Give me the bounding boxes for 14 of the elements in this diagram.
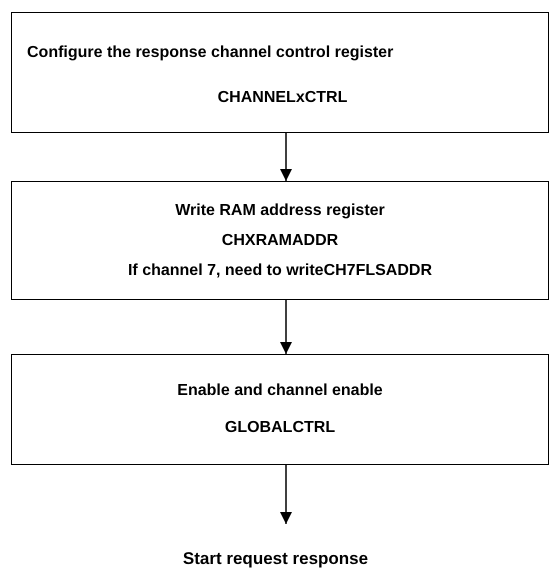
step-text: GLOBALCTRL: [224, 418, 336, 438]
step-text: Start request response: [182, 548, 368, 569]
process-box: [11, 12, 549, 133]
arrow: [280, 300, 292, 354]
step-text: Enable and channel enable: [177, 381, 383, 402]
arrow: [280, 465, 292, 524]
step-text: Configure the response channel control register: [27, 43, 394, 64]
step-text: Write RAM address register: [175, 200, 385, 220]
step-text: CHXRAMADDR: [222, 230, 338, 250]
process-box: [11, 354, 549, 465]
process-box: [11, 181, 549, 300]
arrow: [280, 133, 292, 181]
step-text: If channel 7, need to writeCH7FLSADDR: [128, 260, 432, 280]
step-text: CHANNELxCTRL: [218, 88, 348, 108]
